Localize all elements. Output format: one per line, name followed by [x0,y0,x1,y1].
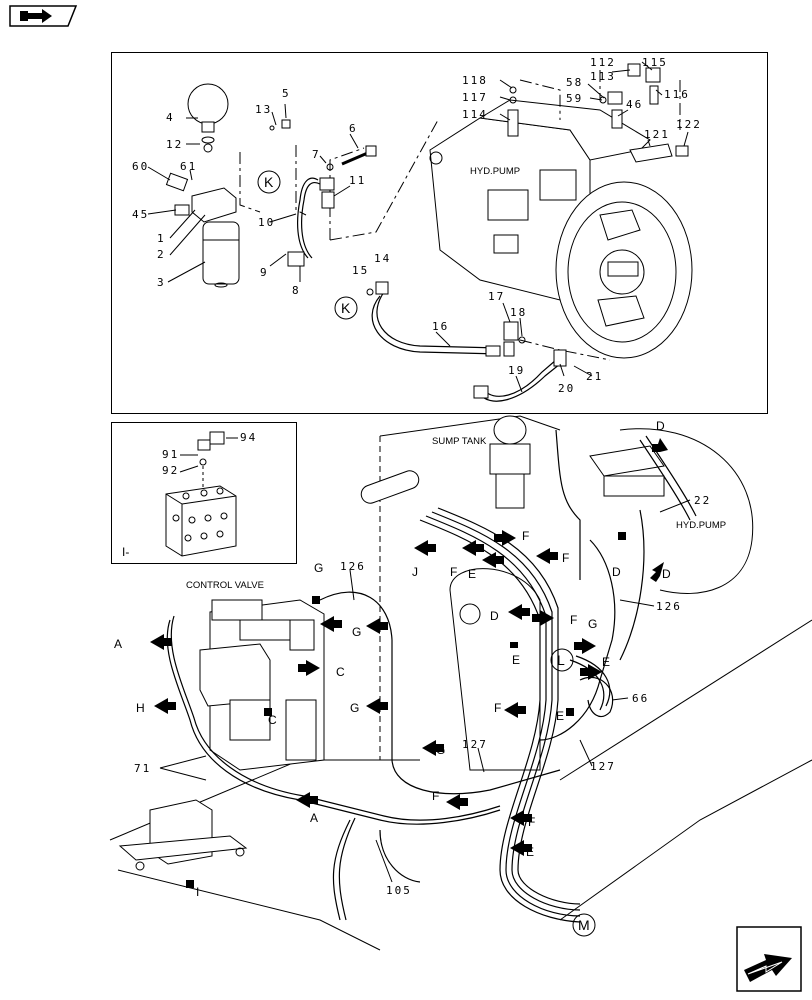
part-label: 15 [352,264,369,277]
part-label: 13 [255,103,272,116]
ref-letter: F [494,701,501,715]
top-panel-frame [111,52,768,414]
ref-letter: G [436,743,445,757]
part-label: 66 [632,692,649,705]
part-label: 122 [676,118,702,131]
ref-letter: I [196,885,199,899]
hyd-pump-label: HYD.PUMP [470,166,520,177]
part-label: 58 [566,76,583,89]
ref-letter: J [412,565,418,579]
ref-letter: F [528,815,535,829]
part-label: 6 [349,122,358,135]
book-arrow-icon [9,5,78,27]
part-label: 16 [432,320,449,333]
top-panel-drawing [147,61,693,402]
part-label: 14 [374,252,391,265]
part-label: 46 [626,98,643,111]
ref-letter: E [556,709,564,723]
part-label: 5 [282,87,291,100]
ref-letter: F [570,613,577,627]
inset-panel-frame [111,422,297,564]
part-label: 12 [166,138,183,151]
ref-letter: D [612,565,621,579]
part-label: 1 [157,232,166,245]
bottom-drawing [109,415,812,951]
ref-letter: F [522,529,529,543]
ref-letter: E [602,655,610,669]
inset-label: I- [122,545,129,559]
part-label: 121 [644,128,670,141]
ref-arrows [150,438,668,888]
part-label: 92 [162,464,179,477]
part-label: 105 [386,884,412,897]
ref-letter: F [562,551,569,565]
part-label: 10 [258,216,275,229]
ref-letter: G [588,617,597,631]
part-label: 8 [292,284,301,297]
next-page-arrow-icon [736,926,802,992]
ref-letter: E [512,653,520,667]
part-label: 127 [590,760,616,773]
part-label: 4 [166,111,175,124]
part-label: 126 [340,560,366,573]
part-label: 11 [349,174,366,187]
ref-k-circle: K [341,300,351,316]
ref-letter: E [468,567,476,581]
ref-k-circle: K [264,174,274,190]
part-label: 114 [462,108,488,121]
ref-letter: G [314,561,323,575]
part-label: 3 [157,276,166,289]
ref-letter: D [490,609,499,623]
ref-m-circle: M [578,917,590,933]
part-label: 118 [462,74,488,87]
part-label: 127 [462,738,488,751]
part-label: 21 [586,370,603,383]
ref-letter: C [336,665,345,679]
part-label: 7 [312,148,321,161]
ref-letter: E [526,845,534,859]
part-label: 94 [240,431,257,444]
sump-tank-label: SUMP TANK [432,436,487,447]
part-label: 17 [488,290,505,303]
part-label: 117 [462,91,488,104]
part-label: 116 [664,88,690,101]
part-label: 61 [180,160,197,173]
ref-l-circle: L [557,652,565,668]
ref-letter: F [450,565,457,579]
ref-letter: D [662,567,671,581]
part-label: 2 [157,248,166,261]
part-label: 19 [508,364,525,377]
ref-letter: A [310,811,318,825]
ref-letter: H [136,701,145,715]
inset-drawing [165,431,238,557]
ref-letter: G [352,625,361,639]
part-label: 22 [694,494,711,507]
home-nav-button[interactable] [6,4,78,28]
part-label: 112 [590,56,616,69]
part-label: 59 [566,92,583,105]
part-label: 126 [656,600,682,613]
ref-letter: C [268,713,277,727]
ref-letter: G [350,701,359,715]
part-label: 9 [260,266,269,279]
part-label: 18 [510,306,527,319]
part-label: 113 [590,70,616,83]
ref-letter: F [432,789,439,803]
hyd-pump-label: HYD.PUMP [676,520,726,531]
control-valve-label: CONTROL VALVE [186,580,264,591]
part-label: 115 [642,56,668,69]
part-label: 71 [134,762,151,775]
part-label: 20 [558,382,575,395]
ref-letter: D [656,419,665,433]
next-page-button[interactable] [736,926,802,992]
ref-letter: A [114,637,122,651]
part-label: 45 [132,208,149,221]
part-label: 91 [162,448,179,461]
part-label: 60 [132,160,149,173]
